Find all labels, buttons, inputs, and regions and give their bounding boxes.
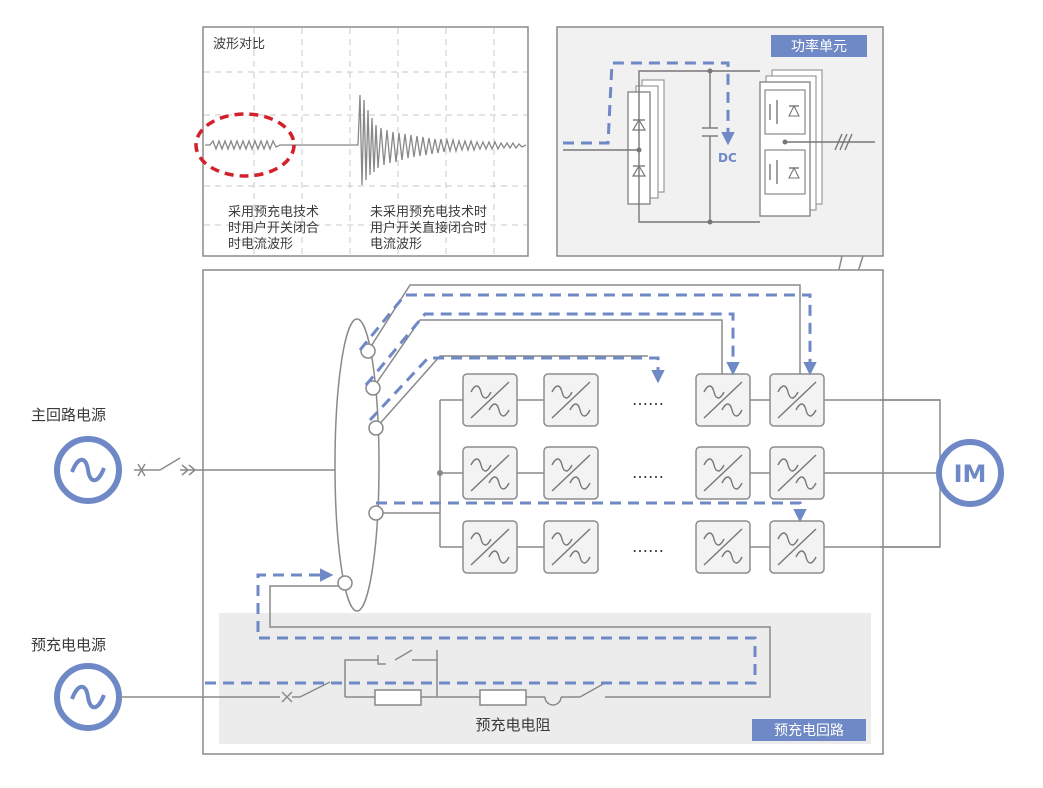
power-cell <box>769 446 825 500</box>
power-cell <box>462 373 518 427</box>
precharge-power-source <box>54 663 122 731</box>
svg-text:用户开关直接闭合时: 用户开关直接闭合时 <box>370 220 487 236</box>
power-cell <box>695 373 751 427</box>
power-cell <box>769 373 825 427</box>
precharge-resistor-2 <box>479 689 527 706</box>
svg-text:电流波形: 电流波形 <box>370 237 422 252</box>
motor-wire-top <box>880 399 941 473</box>
waveform-panel: 波形对比 采用预充电技术 时用户开关闭合 时电流波形 未采用预充电技术时 用户开… <box>194 26 529 257</box>
main-panel: 预充电回路 <box>31 269 1004 755</box>
motor-wire-bottom <box>880 473 941 548</box>
flow-path-lower <box>368 356 665 422</box>
power-cell <box>769 520 825 574</box>
power-cell <box>543 373 599 427</box>
caption-with-precharge: 采用预充电技术 时用户开关闭合 时电流波形 <box>228 204 319 252</box>
main-power-source <box>54 436 122 504</box>
flow-path-top <box>358 293 817 376</box>
scope-grid <box>204 28 527 255</box>
waveform-precharged <box>205 139 350 151</box>
precharge-circuit-badge <box>752 719 866 741</box>
waveform-direct <box>350 94 527 186</box>
precharge-wiring <box>120 585 771 706</box>
waveform-title: 波形对比 <box>213 37 265 52</box>
ellipsis-row-2: …… <box>632 463 664 482</box>
rectifier-module <box>627 79 665 205</box>
main-breaker <box>134 457 203 477</box>
dc-label: DC <box>718 151 737 165</box>
svg-text:采用预充电技术: 采用预充电技术 <box>228 204 319 220</box>
power-unit-title: 功率单元 <box>791 38 847 55</box>
motor-label: IM <box>954 460 987 488</box>
secondary-windings <box>337 284 801 591</box>
precharge-resistor-1 <box>374 689 422 706</box>
transformer-ellipse <box>334 318 380 612</box>
power-cell <box>543 520 599 574</box>
precharge-power-label: 预充电电源 <box>31 636 106 654</box>
svg-text:未采用预充电技术时: 未采用预充电技术时 <box>370 204 487 220</box>
output-phase-marks <box>834 133 853 151</box>
svg-text:时电流波形: 时电流波形 <box>228 237 293 252</box>
power-unit-panel: 功率单元 DC <box>556 26 884 257</box>
svg-text:时用户开关闭合: 时用户开关闭合 <box>228 220 319 236</box>
flow-path-row-3 <box>376 501 807 523</box>
ellipsis-row-3: …… <box>632 537 664 556</box>
ellipsis-row-1: …… <box>632 390 664 409</box>
highlight-circle <box>194 112 296 178</box>
main-power-label: 主回路电源 <box>31 406 106 424</box>
precharge-current-path <box>205 568 757 685</box>
caption-without-precharge: 未采用预充电技术时 用户开关直接闭合时 电流波形 <box>370 204 487 252</box>
power-cell <box>462 446 518 500</box>
power-cell <box>695 520 751 574</box>
flow-path-middle <box>364 312 740 386</box>
dc-capacitor <box>702 71 718 222</box>
precharge-resistor-label: 预充电电阻 <box>475 716 550 734</box>
inverter-module <box>759 69 823 217</box>
power-cell <box>543 446 599 500</box>
power-unit-title-badge <box>771 35 867 57</box>
induction-motor: IM <box>936 439 1004 507</box>
power-cell <box>695 446 751 500</box>
power-cell <box>462 520 518 574</box>
precharge-circuit-label: 预充电回路 <box>774 723 844 739</box>
